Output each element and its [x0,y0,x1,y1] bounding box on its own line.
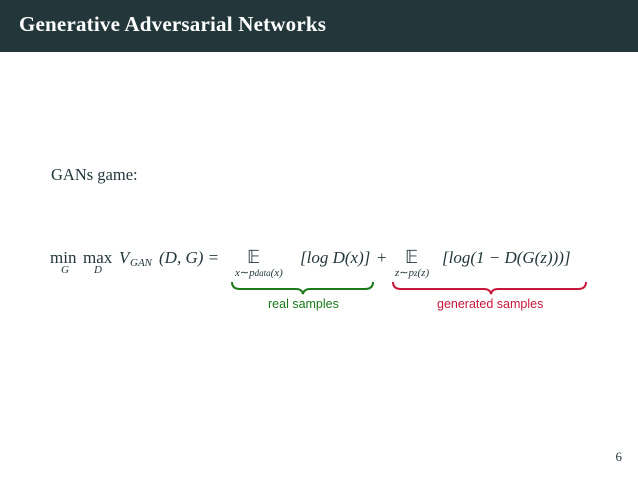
real-term: [log D(x)] [300,248,371,267]
min-operator: min [50,248,77,267]
gan-objective-equation: min G max D V GAN (D, G) = 𝔼 x∼pdata(x) … [47,244,607,284]
min-subscript: G [61,264,69,276]
expectation-symbol-generated: 𝔼 [405,247,419,267]
value-function-subscript: GAN [130,257,152,269]
slide-title-bar: Generative Adversarial Networks [0,0,638,52]
value-function-args: (D, G) = [159,248,220,267]
plus-sign: + [377,248,387,267]
real-samples-label: real samples [268,297,339,311]
max-operator: max [83,248,113,267]
expectation-symbol-real: 𝔼 [247,247,261,267]
generated-samples-label: generated samples [437,297,544,311]
value-function: V [119,248,130,267]
generated-term: [log(1 − D(G(z)))] [442,248,571,267]
intro-text: GANs game: [51,165,138,184]
max-subscript: D [94,264,102,276]
expectation-subscript-generated: z∼pz(z) [395,267,430,279]
page-number: 6 [615,449,623,464]
expectation-subscript-real: x∼pdata(x) [235,267,283,279]
slide-title: Generative Adversarial Networks [19,12,327,36]
